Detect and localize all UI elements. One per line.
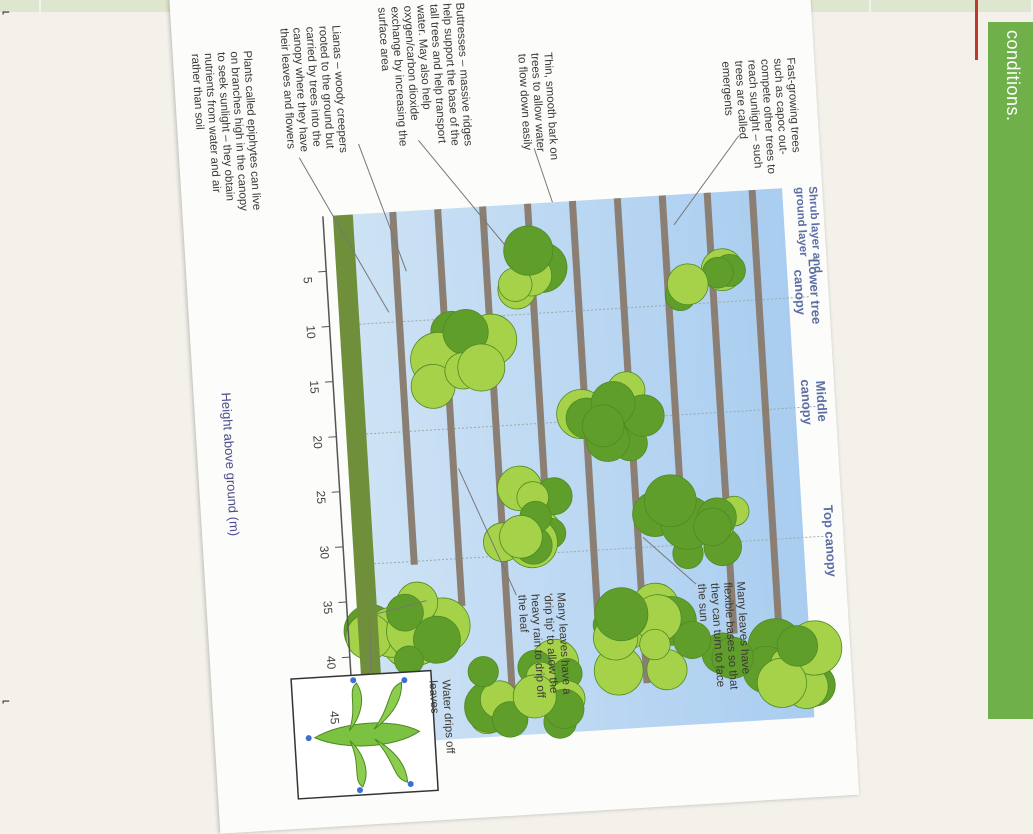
middle-canopy-label: Middle canopy: [796, 356, 831, 448]
axis-tick-label: 30: [316, 537, 331, 560]
shrub-layer-label: Shrub layer and ground layer: [792, 186, 823, 277]
corner-mark: ⌐: [2, 695, 10, 710]
axis-tick-label: 40: [323, 647, 338, 670]
page-red-edge: [975, 0, 978, 60]
rainforest-figure: Top canopy Middle canopy Lower tree cano…: [165, 0, 859, 834]
axis-tick-label: 35: [320, 592, 335, 615]
axis-tick-label: 15: [306, 371, 321, 394]
margin-green-bar: [988, 22, 1033, 719]
axis-tick-label: 20: [310, 426, 325, 449]
axis-tick-label: 5: [300, 261, 315, 284]
flexible-bases-note: Many leaves have flexible bases so that …: [694, 581, 753, 704]
axis-tick-label: 10: [303, 316, 318, 339]
epiphytes-note: Plants called epiphytes can live on bran…: [188, 50, 263, 224]
drip-tip-note: Many leaves have a 'drip tip' to allow t…: [514, 592, 573, 715]
buttresses-note: Buttresses – massive ridges help support…: [374, 2, 474, 157]
emergents-note: Fast-growing trees such as capoc out-com…: [718, 57, 803, 182]
bark-note: Thin, smooth bark on trees to allow wate…: [514, 52, 560, 164]
margin-text: conditions.: [1002, 30, 1023, 122]
lianas-note: Lianas – woody creepers rooted to the gr…: [276, 25, 349, 169]
axis-tick-label: 45: [327, 702, 342, 725]
corner-mark: ⌐: [2, 6, 10, 21]
axis-tick-label: 25: [313, 482, 328, 505]
